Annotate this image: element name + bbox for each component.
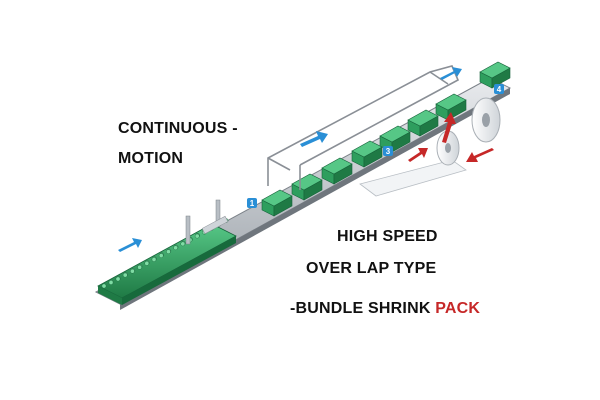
caption-bundle-shrink: -BUNDLE SHRINK	[290, 300, 436, 317]
product-pack	[435, 93, 467, 121]
station-badges: 1 3 4	[247, 84, 504, 208]
film-wrap-frame	[267, 65, 460, 190]
bottle-cap	[194, 233, 200, 239]
flow-arrow-icon	[118, 238, 142, 252]
product-pack	[479, 61, 511, 89]
bottle-cap	[130, 268, 135, 274]
station-badge-3: 3	[386, 147, 391, 156]
product-packs	[261, 61, 511, 217]
bottle-cap	[173, 245, 178, 251]
bottle-cap	[137, 264, 142, 270]
station-badge-4: 4	[497, 85, 502, 94]
bottle-cap	[144, 261, 150, 266]
product-pack	[351, 140, 383, 168]
caption-motion: MOTION	[118, 150, 184, 167]
flow-arrow-icon	[300, 131, 328, 147]
film-feed-arrows	[408, 112, 494, 162]
infeed-bottle-bed	[97, 218, 237, 305]
caption-high-speed: HIGH SPEED	[337, 228, 438, 245]
bottle-cap	[158, 253, 164, 258]
caption-continuous: CONTINUOUS -	[118, 120, 238, 137]
film-arrow-icon	[466, 148, 494, 162]
product-pack	[321, 157, 353, 185]
bottle-cap	[180, 241, 186, 247]
caption-pack-accent: PACK	[435, 300, 481, 317]
bottle-cap	[115, 276, 121, 282]
flow-arrow-icon	[440, 67, 462, 80]
caption-bundle-shrink-pack: -BUNDLE SHRINK PACK	[290, 300, 480, 318]
divider-gate	[185, 199, 229, 245]
bottle-cap	[166, 249, 171, 254]
film-arrow-icon	[408, 148, 428, 162]
product-pack	[407, 109, 439, 137]
bottle-cap	[151, 257, 157, 262]
film-arrow-icon	[442, 112, 456, 143]
bottle-cap	[122, 272, 128, 278]
caption-over-lap-type: OVER LAP TYPE	[306, 260, 437, 277]
flow-arrows	[118, 67, 462, 252]
bottle-cap	[108, 280, 114, 285]
film-roll-unit	[359, 97, 501, 197]
product-pack	[261, 189, 293, 217]
station-badge-1: 1	[250, 199, 255, 208]
bottle-cap	[101, 283, 107, 289]
